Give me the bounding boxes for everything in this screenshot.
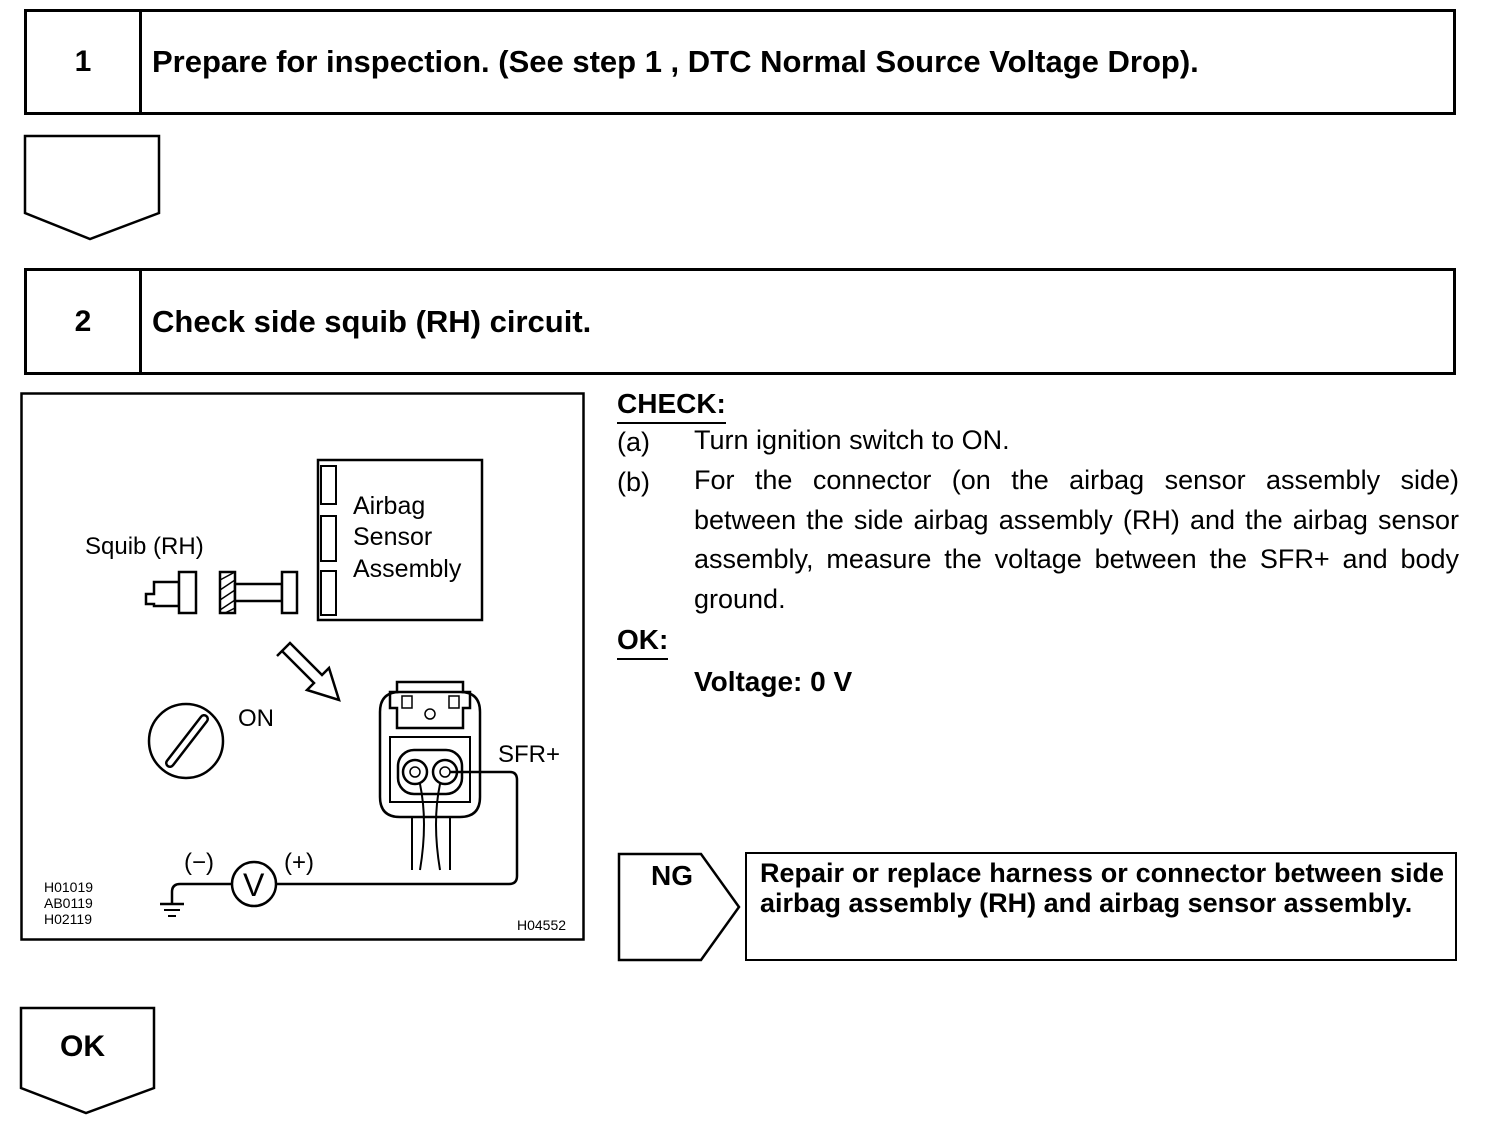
sensor-label-line-2: Sensor bbox=[353, 523, 432, 551]
ng-arrow-icon bbox=[617, 852, 741, 962]
step-1-title: Prepare for inspection. (See step 1 , DT… bbox=[152, 44, 1199, 79]
down-arrow-icon bbox=[23, 134, 161, 241]
step-1-number: 1 bbox=[27, 12, 142, 112]
check-item-b-text: For the connector (on the airbag sensor … bbox=[694, 465, 1459, 614]
ok-spec: Voltage: 0 V bbox=[694, 666, 853, 697]
plus-terminal-label: (+) bbox=[284, 849, 314, 876]
ok-heading: OK: bbox=[617, 624, 669, 660]
voltmeter-symbol: V bbox=[243, 867, 265, 903]
voltmeter-icon bbox=[230, 860, 278, 908]
on-label: ON bbox=[238, 705, 274, 732]
airbag-sensor-assembly-icon bbox=[316, 458, 484, 622]
minus-terminal-label: (−) bbox=[184, 849, 214, 876]
step-2-box: 2 Check side squib (RH) circuit. bbox=[24, 268, 1456, 375]
ground-icon bbox=[160, 902, 184, 917]
ignition-switch-icon bbox=[147, 702, 225, 780]
connector-icon bbox=[378, 680, 482, 871]
step-2-title: Check side squib (RH) circuit. bbox=[152, 303, 592, 339]
step-1-box: 1 Prepare for inspection. (See step 1 , … bbox=[24, 9, 1456, 115]
check-item-b-label: (b) bbox=[617, 467, 650, 497]
ok-arrow-label: OK bbox=[60, 1030, 105, 1063]
squib-label: Squib (RH) bbox=[85, 533, 204, 560]
direction-arrow-icon bbox=[276, 641, 341, 702]
check-item-a-label: (a) bbox=[617, 427, 650, 457]
sfr-label: SFR+ bbox=[498, 741, 560, 768]
check-item-a-text: Turn ignition switch to ON. bbox=[694, 425, 1010, 455]
squib-connector-icon bbox=[144, 570, 299, 615]
ng-action-text: Repair or replace harness or connector b… bbox=[760, 858, 1444, 918]
ng-label: NG bbox=[651, 860, 693, 891]
ok-arrow-icon bbox=[19, 1006, 156, 1115]
sensor-label-line-1: Airbag bbox=[353, 492, 425, 520]
ng-action-box bbox=[745, 852, 1457, 961]
check-heading: CHECK: bbox=[617, 388, 726, 424]
ref-code-1: H01019 bbox=[44, 879, 93, 895]
ref-code-3: H02119 bbox=[44, 911, 92, 927]
sensor-label-line-3: Assembly bbox=[353, 555, 462, 583]
circuit-diagram: Airbag Sensor Assembly Squib (RH) ON bbox=[20, 392, 585, 941]
figure-id: H04552 bbox=[517, 917, 566, 933]
step-2-number: 2 bbox=[27, 271, 142, 372]
ref-code-2: AB0119 bbox=[44, 895, 93, 911]
